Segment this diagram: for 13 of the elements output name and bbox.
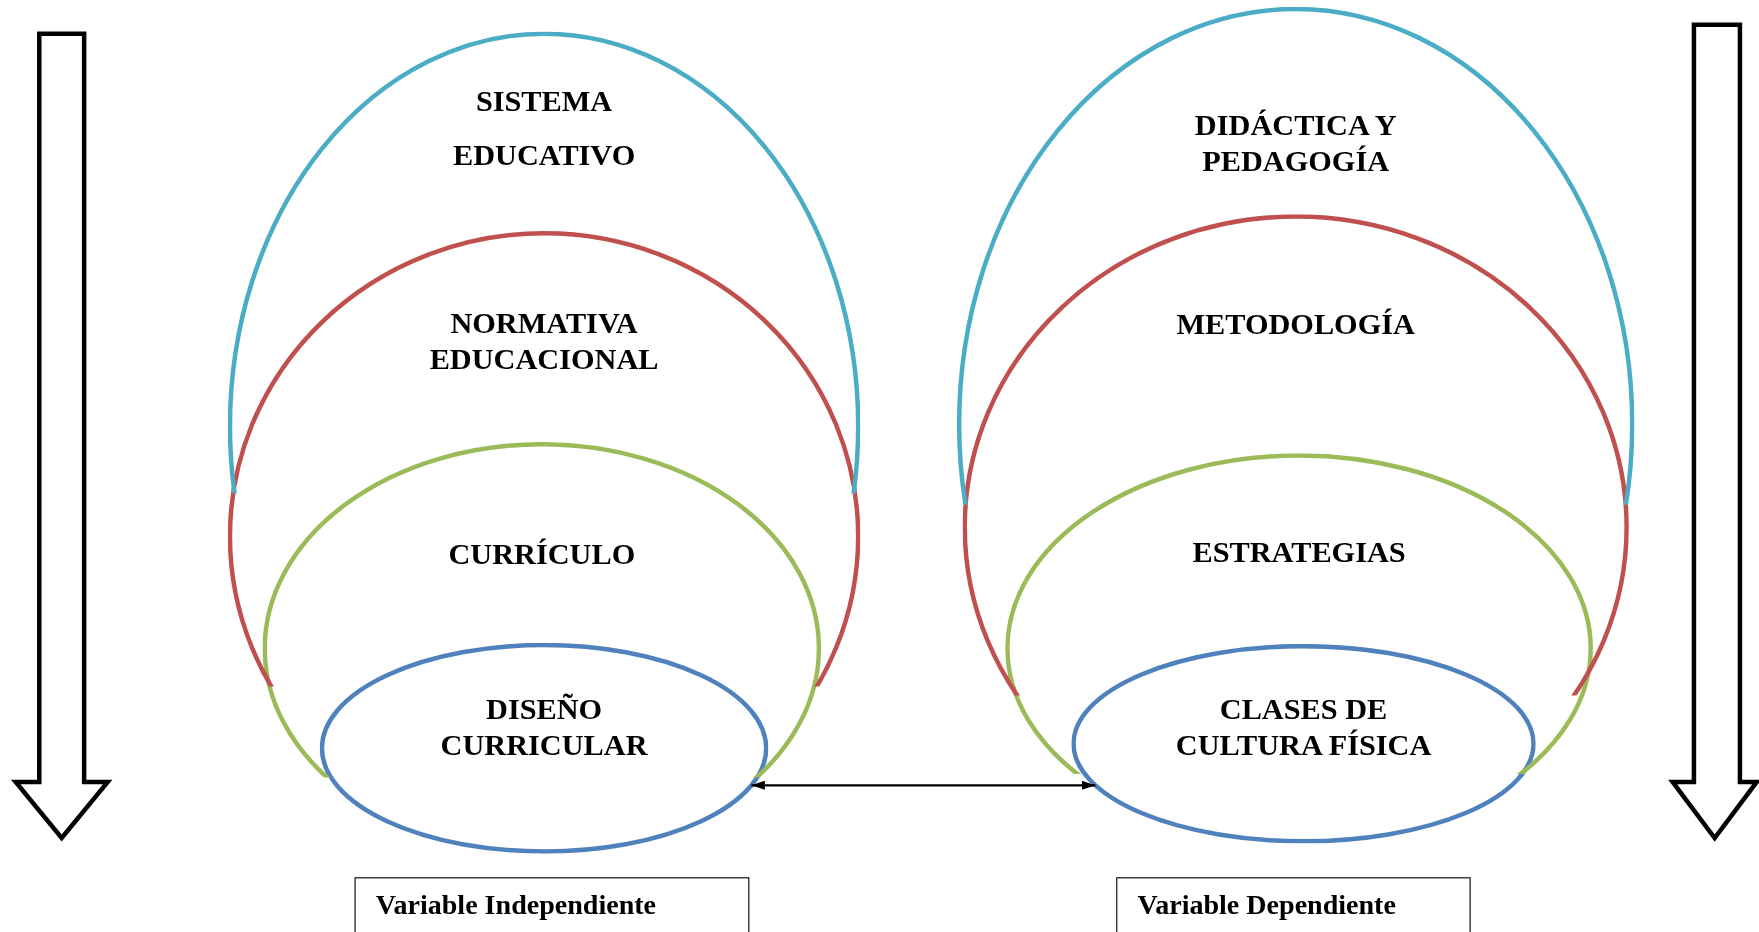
ellipse-label: NORMATIVA EDUCACIONAL [428,305,660,377]
double-arrow [751,780,1096,790]
ellipse-label: SISTEMA EDUCATIVO [451,83,637,174]
ellipse-label: DISEÑO CURRICULAR [439,691,649,763]
ellipse-node [319,642,769,854]
ellipse-node [1071,643,1536,844]
ellipse-label: DIDÁCTICA Y PEDAGOGÍA [1193,106,1398,179]
ellipse-label: CLASES DE CULTURA FÍSICA [1174,691,1433,763]
variable-box: Variable Independiente [354,877,750,932]
variable-box: Variable Dependiente [1116,877,1471,932]
ellipse-label: METODOLOGÍA [1176,306,1415,343]
ellipse-label: CURRÍCULO [448,536,636,573]
ellipse-label: ESTRATEGIAS [1192,534,1406,570]
